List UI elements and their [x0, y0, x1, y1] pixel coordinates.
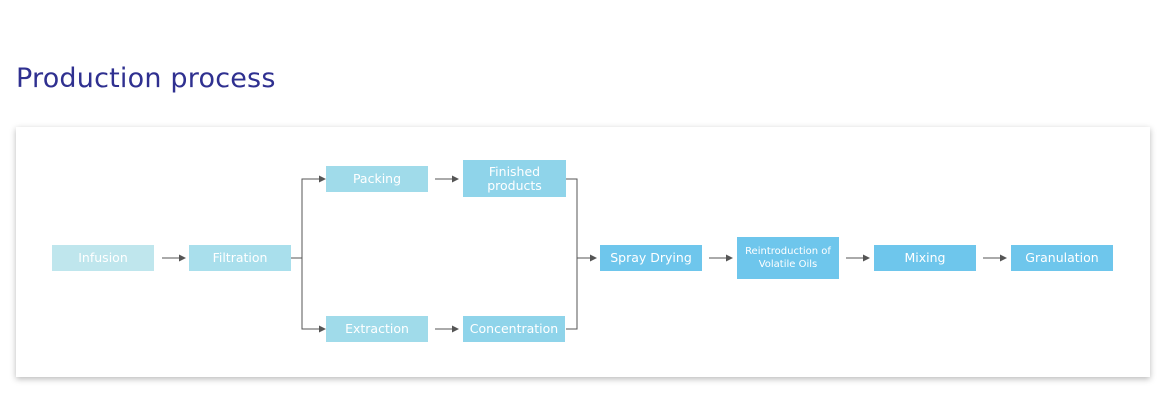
node-packing: Packing: [326, 166, 428, 192]
node-granulation: Granulation: [1011, 245, 1113, 271]
node-infusion: Infusion: [52, 245, 154, 271]
node-concentration: Concentration: [463, 316, 565, 342]
flow-connectors: [162, 175, 1007, 333]
node-reintroduction-volatile-oils: Reintroduction of Volatile Oils: [737, 237, 839, 279]
node-finished-products: Finished products: [463, 160, 566, 197]
merge-finished: [566, 178, 578, 330]
process-diagram-card: Infusion Filtration Packing Finished pro…: [16, 127, 1150, 377]
branch-filtration-lower: [301, 258, 326, 333]
node-mixing: Mixing: [874, 245, 976, 271]
branch-filtration-split: [291, 175, 326, 259]
node-extraction: Extraction: [326, 316, 428, 342]
page-title: Production process: [16, 63, 276, 94]
node-spray-drying: Spray Drying: [600, 245, 702, 271]
node-filtration: Filtration: [189, 245, 291, 271]
